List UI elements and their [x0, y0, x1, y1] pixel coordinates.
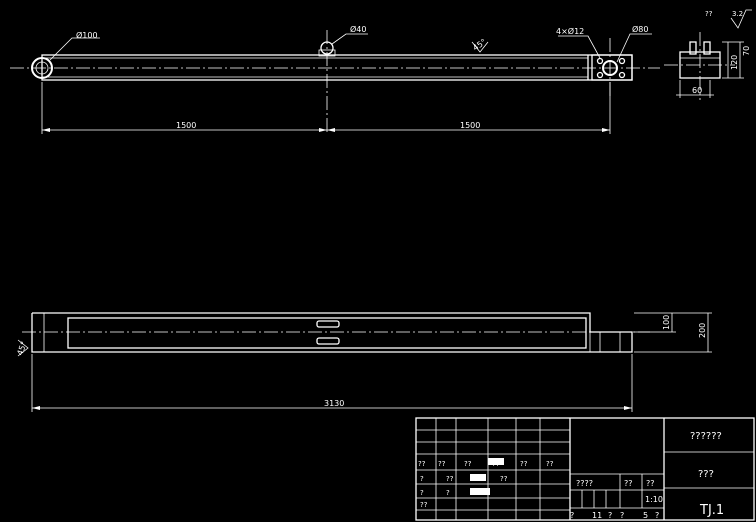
top-view: 45° Ø100 Ø40 4×Ø12 Ø80 1500 1500 [10, 24, 660, 135]
label-hole-right: Ø80 [632, 24, 648, 34]
side-dim-h1-text: 120 [730, 55, 739, 70]
title-block: ?? ?? ?? ?? ?? ?? ? ?? ?? ? ? ?? ???? ??… [415, 417, 755, 521]
right-end-block [591, 54, 633, 81]
center-pin-base [318, 49, 336, 57]
bolt-hole-1 [596, 57, 604, 65]
dim-arrow [32, 406, 40, 410]
tb-count-label: ?? [624, 479, 633, 488]
bolt-hole-3 [596, 71, 604, 79]
left-hole [31, 57, 53, 79]
roughness-symbol [730, 9, 752, 29]
tb-scale-label: ?? [646, 479, 655, 488]
tb-drawing-no: TJ.1 [699, 503, 724, 518]
tb-cell-text: ?? [464, 460, 472, 468]
tb-sheet-text: ? [620, 511, 624, 520]
tb-cell-text: ?? [420, 501, 428, 509]
label-holes-right: 4×Ø12 [556, 26, 584, 36]
title-block-frame [415, 417, 755, 521]
tb-cell-text: ?? [446, 475, 454, 483]
bolt-hole-2 [618, 57, 626, 65]
tb-cell-text: ? [420, 475, 424, 483]
front-view-outer [31, 312, 633, 353]
slot-upper [316, 320, 340, 328]
dim-left-text: 1500 [176, 121, 196, 130]
tb-sheet-text: ? [655, 511, 659, 520]
front-dim-inner-text: 100 [662, 315, 671, 330]
angle-symbol-top [471, 41, 489, 53]
tb-material: ??? [698, 469, 714, 480]
tb-sheet-text: ? [608, 511, 612, 520]
label-hole-left: Ø100 [76, 30, 98, 40]
tb-cell-text: ? [420, 489, 424, 497]
dim-arrow [42, 128, 50, 132]
dim-arrow [602, 128, 610, 132]
front-view-inner-slot [67, 317, 587, 349]
side-dim-width-text: 60 [692, 86, 702, 95]
tb-sheet-text: 5 [643, 511, 648, 520]
right-hole [602, 60, 618, 76]
side-view-lug-right [703, 41, 711, 55]
tb-scale-value: 1:10 [645, 495, 663, 504]
dim-arrow [327, 128, 335, 132]
front-view: 45° 3130 100 200 [15, 312, 712, 412]
tb-filled-block [470, 488, 490, 495]
tb-sheet-text: 11 [592, 511, 602, 520]
tb-cell-text: ? [446, 489, 450, 497]
roughness-value: 3.2 [732, 10, 743, 18]
leader-left-hole [49, 37, 100, 61]
tb-filled-block [470, 474, 486, 481]
dim-arrow [319, 128, 327, 132]
tb-weight-label: ???? [576, 479, 593, 488]
side-view-lug-left [689, 41, 697, 55]
dim-arrow [624, 406, 632, 410]
tb-cell-text: ?? [546, 460, 554, 468]
front-dim-length-text: 3130 [324, 399, 344, 408]
tb-filled-block [488, 458, 504, 465]
bolt-hole-4 [618, 71, 626, 79]
center-pin [320, 41, 334, 55]
left-hole-inner [35, 61, 49, 75]
angle-label-top: 45° [471, 37, 488, 53]
roughness-prefix: ?? [705, 10, 713, 18]
tb-cell-text: ?? [418, 460, 426, 468]
angle-label-front: 45° [15, 340, 28, 356]
side-view: 120 70 60 ?? 3.2 [664, 9, 752, 100]
label-pin: Ø40 [350, 24, 366, 34]
side-dim-h2-text: 70 [742, 46, 751, 56]
front-dim-outer-text: 200 [698, 323, 707, 338]
tb-cell-text: ?? [520, 460, 528, 468]
tb-sheet-text: ? [570, 511, 574, 520]
slot-lower [316, 337, 340, 345]
tb-cell-text: ?? [500, 475, 508, 483]
leader-pin [331, 33, 368, 45]
dim-right-text: 1500 [460, 121, 480, 130]
tb-cell-text: ?? [438, 460, 446, 468]
beam-outline-top [41, 54, 633, 81]
leader-right-hole [616, 33, 652, 63]
side-view-body [679, 51, 721, 79]
tb-part-name: ?????? [690, 431, 722, 442]
leader-bolt-holes [558, 35, 601, 59]
angle-symbol-front [17, 339, 29, 357]
